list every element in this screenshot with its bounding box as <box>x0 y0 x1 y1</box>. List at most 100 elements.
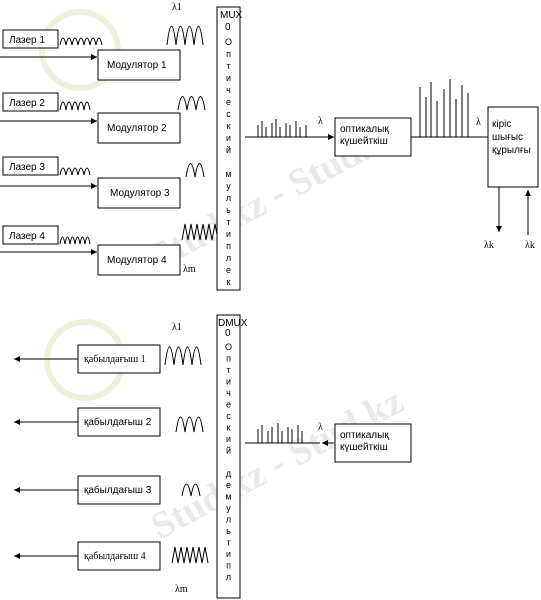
mux-vertical-char: п <box>226 49 231 59</box>
receiver-1-box <box>77 344 161 374</box>
modulator-1-box <box>97 49 181 81</box>
modulator-1-label: Модулятор 1 <box>107 60 167 71</box>
bottom-amplifier-line2: күшейткіш <box>340 442 388 453</box>
dmux-vertical-char: и <box>226 549 231 559</box>
dmux-vertical-char: е <box>226 480 231 490</box>
mux-vertical-char: у <box>226 181 231 191</box>
dmux-vertical-char: л <box>226 572 231 582</box>
modulator-4-label: Модулятор 4 <box>107 255 167 266</box>
dmux-vertical-char: ч <box>226 388 231 398</box>
demux-wave-2 <box>175 416 204 433</box>
dmux-title: DMUX <box>218 318 248 329</box>
bottom-amplifier-box <box>334 423 412 463</box>
mux-vertical-char: п <box>226 241 231 251</box>
mux-vertical-char: е <box>226 97 231 107</box>
dmux-vertical-char: у <box>226 503 231 513</box>
mux-vertical-char: е <box>226 265 231 275</box>
dmux-vertical-char: л <box>226 515 231 525</box>
bottom-lambda-m: λm <box>175 584 188 595</box>
mux-vertical-char: ь <box>226 205 231 215</box>
mux-vertical-char: й <box>226 145 231 155</box>
dmux-input-spikes <box>245 423 320 444</box>
dmux-vertical-char: т <box>226 538 230 548</box>
modulator-2-box <box>97 112 181 144</box>
receiver-2-label: қабылдағыш 2 <box>84 416 152 428</box>
receiver-4-label: қабылдағыш 4 <box>84 551 146 562</box>
bottom-amplifier-line1: оптикалық <box>340 430 389 441</box>
watermark-text-2: Stud.kz - Stud.kz <box>144 380 410 548</box>
mux-vertical-char: и <box>226 229 231 239</box>
laser-3-label: Лазер 3 <box>9 162 45 173</box>
modulator-3-box <box>97 177 181 209</box>
receiver-3-label: қабылдағыш 3 <box>84 484 152 496</box>
mux-vertical-char: и <box>226 133 231 143</box>
io-device-line1: кіріс <box>492 119 511 130</box>
modulated-wave-2 <box>177 96 206 111</box>
laser-4-box <box>2 225 59 245</box>
io-device-box <box>487 106 539 188</box>
dmux-vertical-char: т <box>226 365 230 375</box>
receiver-1-label: қабылдағыш 1 <box>84 354 146 365</box>
laser-1-box <box>2 29 59 49</box>
top-lambda-m: λm <box>183 264 196 275</box>
dmux-vertical-char: п <box>226 561 231 571</box>
mux-vertical-char: ч <box>226 85 231 95</box>
dmux-vertical-char: е <box>226 400 231 410</box>
modulated-wave-3 <box>185 163 205 178</box>
dmux-zero: 0 <box>225 328 231 339</box>
laser-2-label: Лазер 2 <box>9 98 45 109</box>
laser-4-wave <box>59 236 91 245</box>
modulator-2-label: Модулятор 2 <box>107 123 167 134</box>
amplified-spikes <box>411 79 488 138</box>
mux-vertical-char: л <box>226 253 231 263</box>
mux-zero: 0 <box>225 22 231 33</box>
demux-wave-4 <box>171 546 209 564</box>
demux-wave-3 <box>181 483 201 497</box>
modulator-4-box <box>97 244 181 276</box>
modulated-wave-1 <box>166 25 204 46</box>
mux-vertical-char: к <box>227 277 231 287</box>
mux-title: MUX <box>220 10 243 21</box>
laser-4-label: Лазер 4 <box>9 231 45 242</box>
mux-vertical-char: и <box>226 73 231 83</box>
modulator-3-label: Модулятор 3 <box>110 188 170 199</box>
top-lambda-amp: λ <box>476 117 481 128</box>
mux-vertical-char: т <box>226 217 230 227</box>
bottom-lambda-1: λ1 <box>172 322 182 333</box>
laser-2-wave <box>59 101 91 111</box>
mux-vertical-char: О <box>225 37 232 47</box>
laser-3-box <box>2 156 59 176</box>
mux-output-spikes <box>245 119 320 138</box>
io-device-line3: құрылғы <box>492 145 531 156</box>
dmux-vertical-char: м <box>225 492 231 502</box>
dmux-vertical-char: д <box>226 469 232 479</box>
mux-bar <box>216 6 241 291</box>
modulated-wave-4 <box>181 223 219 241</box>
dmux-vertical-char: О <box>225 342 232 352</box>
mux-vertical-char: л <box>226 193 231 203</box>
dmux-vertical-char: и <box>226 377 231 387</box>
io-device-line2: шығыс <box>492 132 523 143</box>
top-amplifier-line2: күшейткіш <box>340 136 388 147</box>
dmux-vertical-char: с <box>226 411 231 421</box>
demux-wave-1 <box>164 346 202 366</box>
laser-2-box <box>2 92 59 112</box>
top-lambda: λ <box>318 116 323 127</box>
top-section: Лазер 1 Лазер 2 Лазер 3 Лазер 4 Модулято… <box>0 2 539 291</box>
dmux-vertical-char: й <box>226 446 231 456</box>
mux-vertical-char: к <box>227 121 231 131</box>
mux-vertical-char: м <box>225 169 231 179</box>
bottom-lambda: λ <box>318 422 323 433</box>
lambda-k-out: λk <box>484 240 494 251</box>
mux-vertical-char: т <box>226 61 230 71</box>
top-lambda-1: λ1 <box>172 2 182 13</box>
mux-vertical-char: с <box>226 109 231 119</box>
top-amplifier-line1: оптикалық <box>340 124 389 135</box>
dmux-bar <box>216 314 241 599</box>
lambda-k-in: λk <box>525 240 535 251</box>
